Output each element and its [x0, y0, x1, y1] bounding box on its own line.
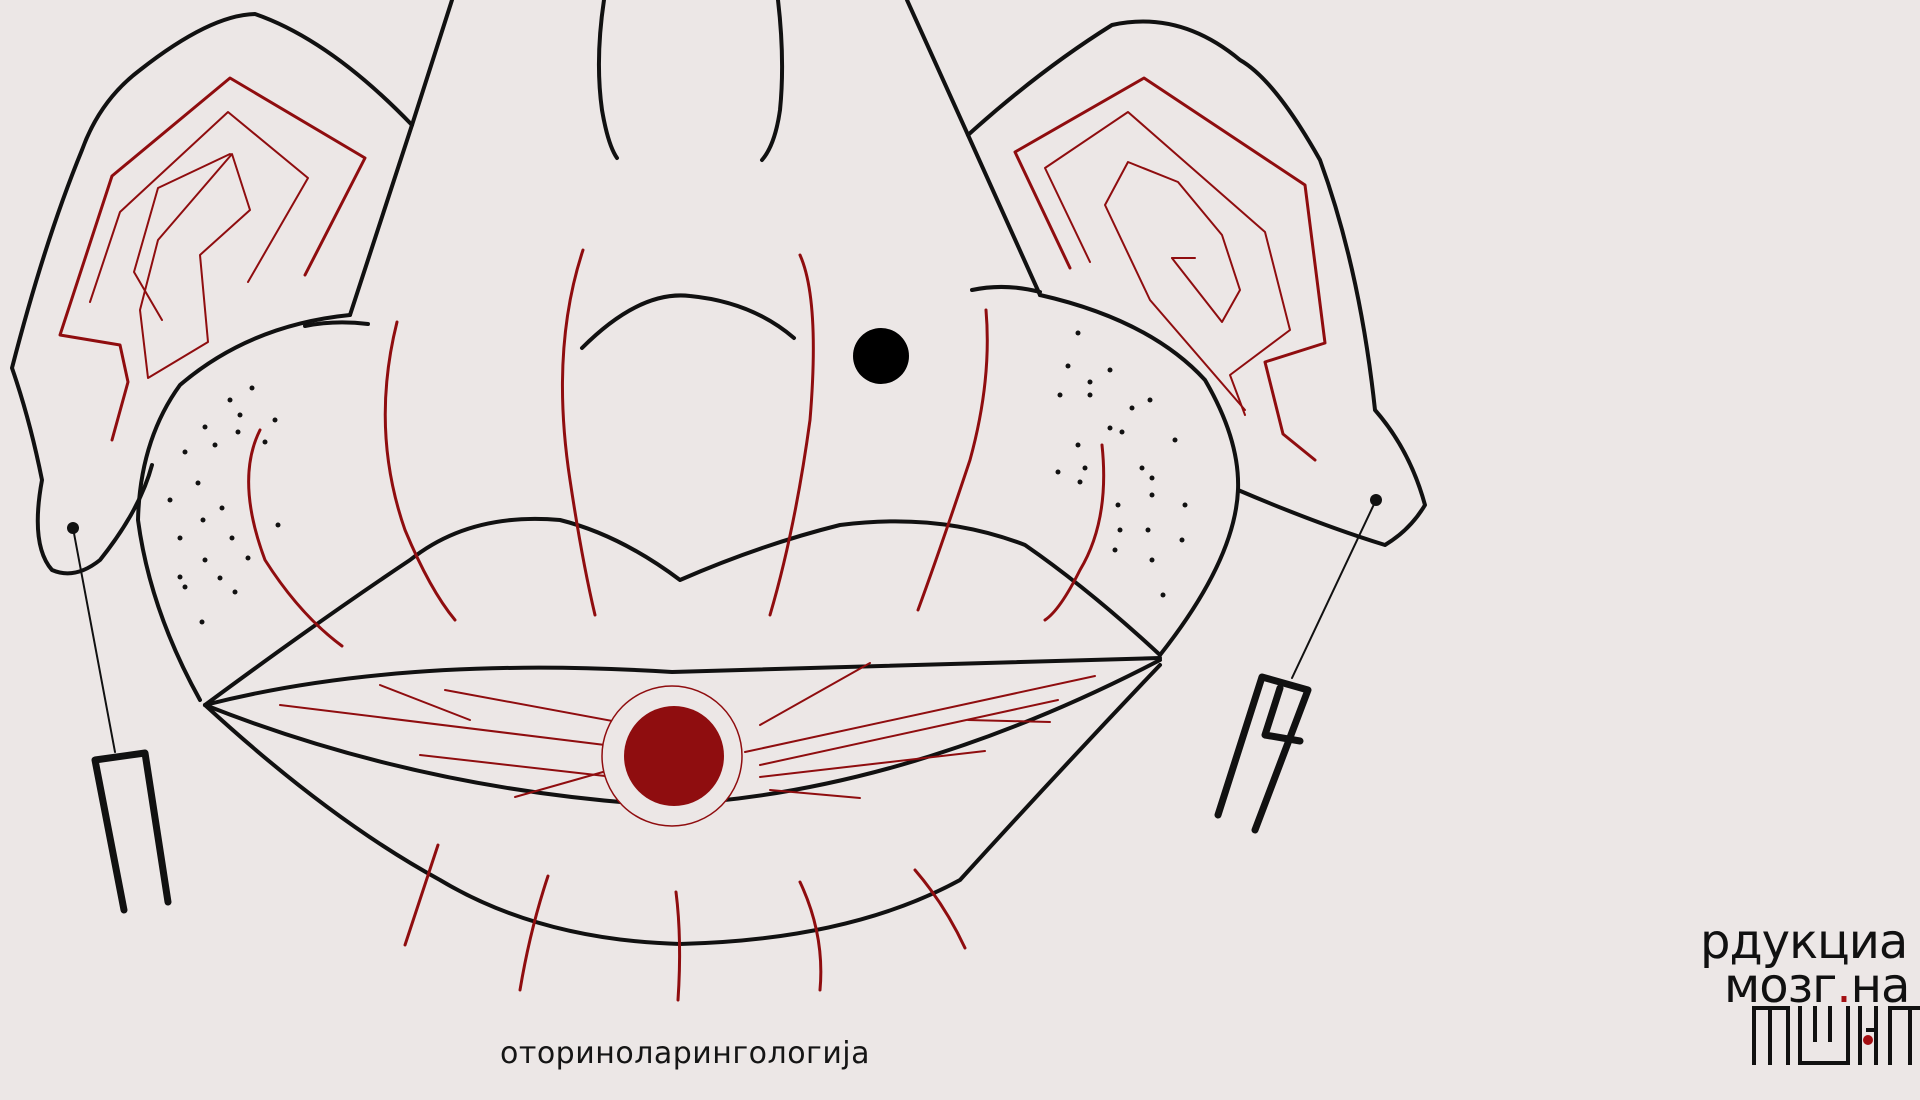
left-cheek-stipple	[167, 385, 281, 625]
left-ear-pattern-outer	[58, 76, 367, 442]
left-earring	[67, 522, 172, 914]
face-line-4	[916, 308, 989, 612]
left-ear-pattern-mid	[89, 111, 309, 303]
chin-mark-2	[518, 874, 550, 992]
right-ear-pattern-mid	[1044, 111, 1291, 416]
lip-ray-10	[759, 750, 986, 778]
lip-ray-9	[967, 719, 1051, 723]
left-brow	[303, 320, 370, 328]
face-line-1	[383, 320, 457, 622]
right-earring	[1214, 494, 1382, 834]
logo-glyph-dot	[1863, 1035, 1873, 1045]
right-cheek	[1038, 293, 1241, 657]
lip-ray-5	[514, 769, 611, 798]
nose-tip-left	[596, 0, 619, 160]
lip-ray-4	[419, 754, 606, 777]
chin-mark-1	[403, 843, 440, 947]
logo-glyph-mark	[1752, 1006, 1920, 1065]
right-ear-outline	[966, 19, 1427, 547]
logo-text-line1: рдукциа	[1700, 914, 1908, 970]
logo-text-line2-b: на	[1850, 958, 1911, 1014]
face-line-2	[560, 248, 597, 617]
upper-lip-top	[203, 516, 1162, 707]
logo-text-line2-a: мозг	[1724, 958, 1837, 1014]
nose-arc	[580, 293, 796, 350]
right-cheek-line	[1043, 443, 1106, 622]
lip-ray-6	[759, 662, 871, 726]
chin-mark-4	[798, 880, 823, 992]
lip-ray-11	[769, 789, 861, 799]
lip-ray-8	[759, 699, 1059, 766]
lip-ray-2	[379, 684, 471, 721]
caption-text: оториноларингологија	[500, 1036, 871, 1071]
logo-text-dot: .	[1836, 958, 1851, 1014]
lip-ray-1	[279, 704, 606, 746]
left-cheek-line	[247, 428, 344, 648]
right-brow	[970, 284, 1042, 294]
nose-tip-right	[760, 0, 785, 162]
left-ear-pattern-inner	[139, 153, 251, 379]
right-cheek-stipple	[1055, 330, 1188, 598]
lip-ray-7	[744, 675, 1096, 753]
left-ear-pattern-core	[133, 153, 231, 321]
left-cheek	[136, 313, 352, 702]
left-ear-outline	[10, 12, 414, 576]
chin-mark-3	[674, 890, 682, 1002]
right-ear-pattern-inner	[1104, 161, 1246, 411]
mole-dot	[853, 328, 909, 384]
mouth-target-dot	[624, 706, 724, 806]
face-line-3	[768, 253, 815, 617]
upper-lip-bottom	[203, 656, 1162, 707]
chin-mark-5	[913, 868, 967, 950]
right-ear-pattern-outer	[1013, 76, 1327, 462]
logo-text-line2: мозг.на	[1724, 962, 1910, 1010]
